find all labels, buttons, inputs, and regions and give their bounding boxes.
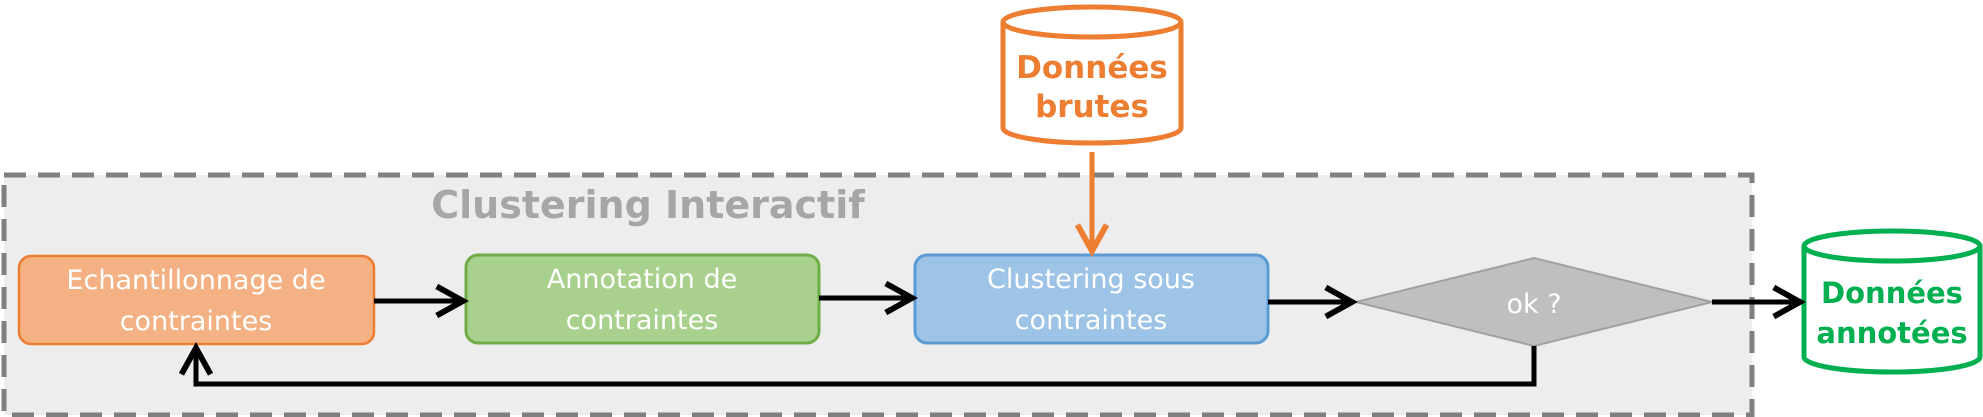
clustering-label-line2: contraintes [1015,305,1168,336]
group-title: Clustering Interactif [431,183,865,227]
annotated-data-cylinder: Données annotées [1801,228,1983,375]
raw-data-cylinder: Données brutes [1000,4,1184,146]
sampling-label-line2: contraintes [120,306,273,337]
annotated-data-label-line1: Données [1821,276,1963,310]
annotation-node: Annotation de contraintes [464,253,821,345]
annotated-data-label-line2: annotées [1816,316,1967,350]
sampling-node: Echantillonnage de contraintes [17,254,376,346]
annotation-label-line2: contraintes [566,305,719,336]
clustering-label-line1: Clustering sous [987,264,1195,295]
clustering-node: Clustering sous contraintes [913,253,1270,345]
raw-data-label-line1: Données [1016,50,1168,86]
raw-data-label-line2: brutes [1035,89,1149,125]
annotation-label-line1: Annotation de [547,264,737,295]
sampling-label-line1: Echantillonnage de [66,265,325,296]
decision-label: ok ? [1506,289,1561,320]
arrow-feedback-loop [196,346,1537,387]
